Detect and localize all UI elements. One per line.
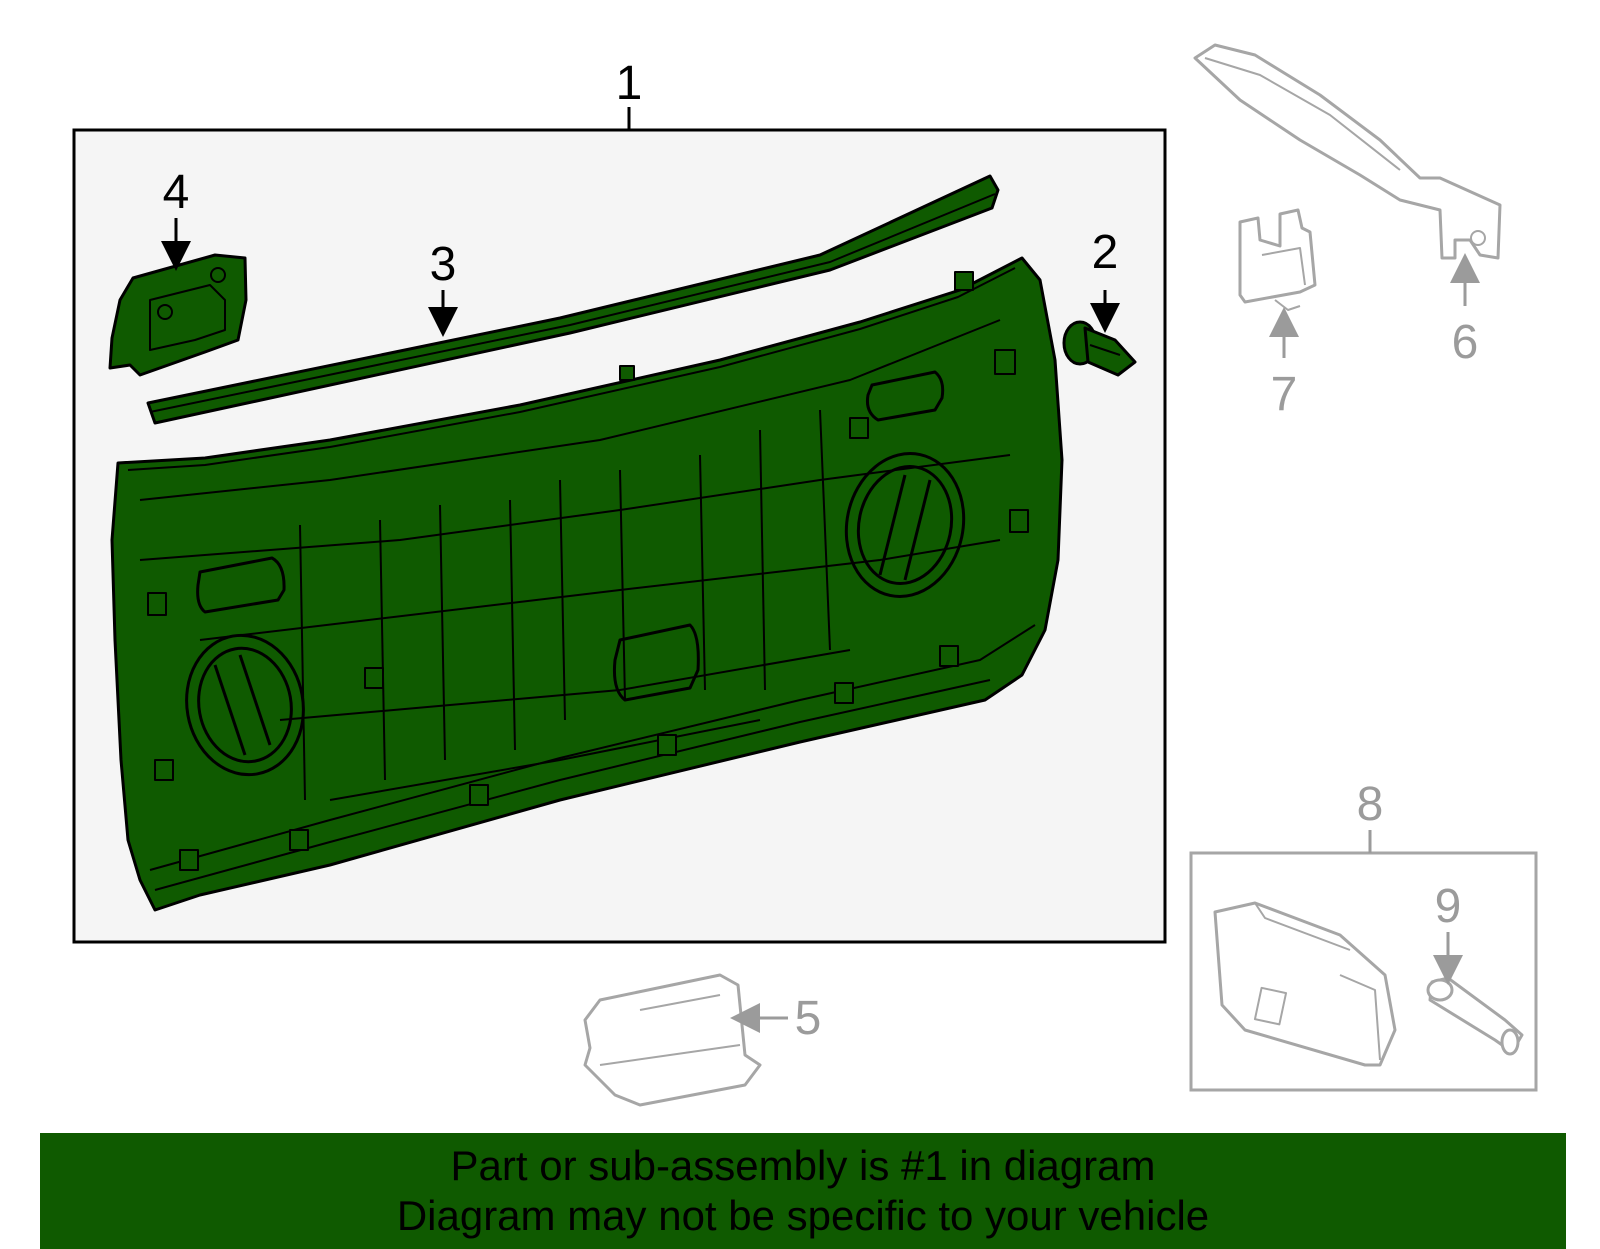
callout-8-label: 8 <box>1357 778 1384 831</box>
notice-line-2: Diagram may not be specific to your vehi… <box>396 1192 1210 1239</box>
lamp-lens-part-5 <box>583 973 762 1107</box>
strap-part-6 <box>1193 43 1502 260</box>
notice-line-1: Part or sub-assembly is #1 in diagram <box>450 1142 1156 1189</box>
notice-banner: Part or sub-assembly is #1 in diagram Di… <box>40 1133 1566 1249</box>
callout-6-label: 6 <box>1452 316 1479 369</box>
door-trim-panel <box>110 256 1064 912</box>
callout-3-label: 3 <box>430 238 457 291</box>
callout-9-label: 9 <box>1435 880 1462 933</box>
weatherstrip-part-3 <box>146 174 1000 425</box>
bracket-part-7 <box>1238 208 1317 311</box>
clip-part-2 <box>1062 320 1137 377</box>
callout-4-label: 4 <box>163 166 190 219</box>
switch-part-8 <box>1213 901 1397 1067</box>
callout-5-label: 5 <box>795 992 822 1045</box>
callout-2-label: 2 <box>1092 226 1119 279</box>
cover-part-4 <box>108 253 248 377</box>
callout-1-label: 1 <box>616 57 643 110</box>
callout-7-label: 7 <box>1271 368 1298 421</box>
